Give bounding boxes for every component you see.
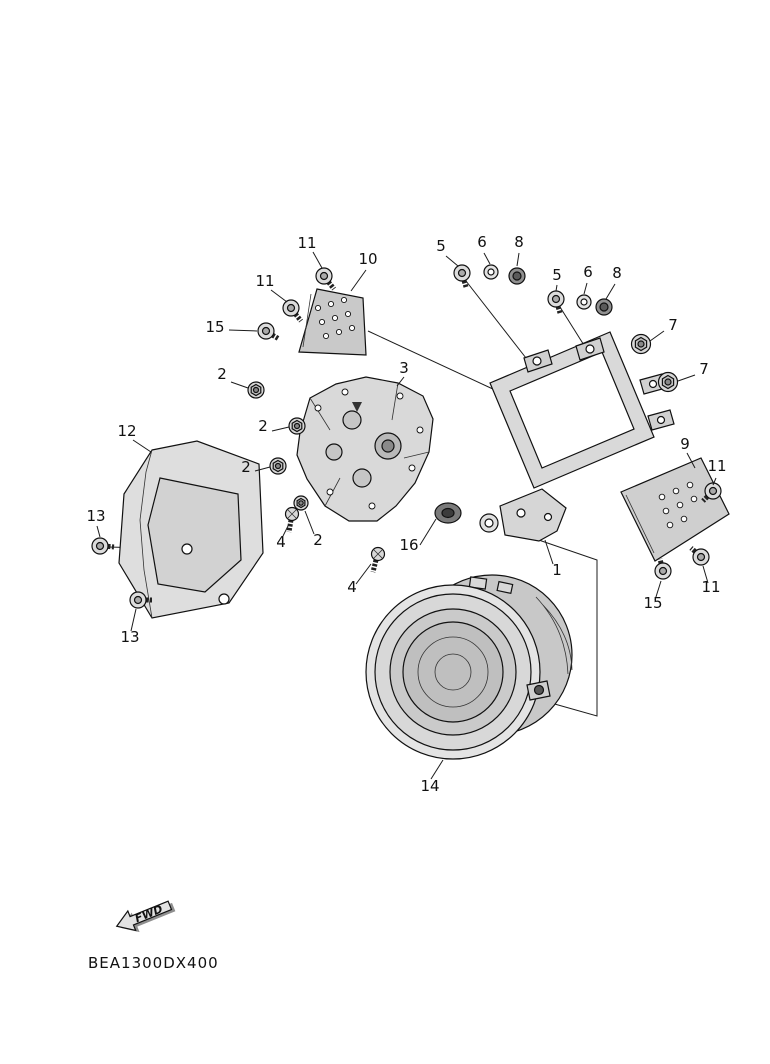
nut-7-a (630, 333, 652, 355)
screw-4-b (370, 546, 386, 573)
callout-14: 14 (420, 777, 439, 795)
callout-2: 2 (241, 458, 251, 476)
bolt-5-b (547, 290, 565, 314)
collar-8-b (595, 298, 613, 316)
callout-2: 2 (217, 365, 227, 383)
callout-13: 13 (86, 507, 105, 525)
callout-10: 10 (358, 250, 377, 268)
bolt-15-b (654, 558, 672, 580)
callout-6: 6 (583, 263, 593, 281)
screw-4-a (284, 506, 300, 533)
callout-1: 1 (552, 561, 562, 579)
fasteners (91, 264, 722, 609)
nut-2-a (247, 381, 265, 399)
fwd-arrow-body (115, 900, 173, 932)
part-upper-bracket (298, 288, 367, 356)
collar-8-a (508, 267, 526, 285)
bolt-11-d (689, 546, 710, 566)
callout-11: 11 (707, 457, 726, 475)
part-cover-panel (118, 440, 264, 619)
part-headlight (365, 574, 573, 760)
callout-2: 2 (258, 417, 268, 435)
nut-7-b (657, 371, 679, 393)
part-grommet (434, 502, 462, 524)
callout-5: 5 (552, 266, 562, 284)
callout-5: 5 (436, 237, 446, 255)
callout-7: 7 (668, 316, 678, 334)
callout-11: 11 (255, 272, 274, 290)
callout-4: 4 (276, 533, 286, 551)
callout-9: 9 (680, 435, 690, 453)
bolt-11-b (282, 299, 303, 323)
callout-4: 4 (347, 578, 357, 596)
callout-2: 2 (313, 531, 323, 549)
nut-2-b (288, 417, 306, 435)
part-lower-stay (479, 488, 567, 542)
callout-15: 15 (643, 594, 662, 612)
washer-6-a (483, 264, 499, 280)
bolt-13-b (129, 591, 152, 609)
leader-lines (96, 251, 717, 780)
bolt-11-a (315, 267, 336, 291)
bolt-11-c (701, 482, 722, 503)
diagram-code: BEA1300DX400 (88, 954, 219, 972)
part-main-bracket (296, 376, 434, 522)
nut-2-c (269, 457, 287, 475)
callout-3: 3 (399, 359, 409, 377)
callout-8: 8 (612, 264, 622, 282)
callout-11: 11 (701, 578, 720, 596)
callout-8: 8 (514, 233, 524, 251)
callout-6: 6 (477, 233, 487, 251)
callout-15: 15 (205, 318, 224, 336)
bolt-13-a (91, 537, 115, 555)
callout-16: 16 (399, 536, 418, 554)
callout-labels: 11 11 15 10 5 6 8 5 6 8 7 7 2 2 2 2 3 12… (86, 233, 726, 795)
callout-11: 11 (297, 234, 316, 252)
washer-6-b (576, 294, 592, 310)
callout-7: 7 (699, 360, 709, 378)
bolt-15-a (257, 322, 281, 342)
part-right-bracket (620, 457, 730, 562)
nut-2-d (293, 495, 309, 511)
part-mount-frame (489, 331, 675, 489)
callout-13: 13 (120, 628, 139, 646)
fwd-arrow: FWD (115, 900, 176, 933)
callout-12: 12 (117, 422, 136, 440)
bolt-5-a (453, 264, 471, 288)
